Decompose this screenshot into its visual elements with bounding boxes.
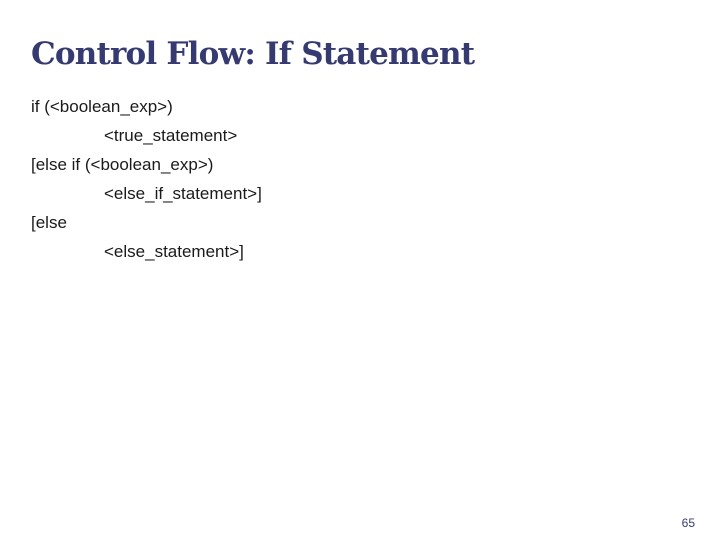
syntax-line-else-if: [else if (<boolean_exp>)	[31, 155, 214, 174]
syntax-line-else-if-statement: <else_if_statement>]	[104, 184, 262, 203]
syntax-line-true-statement: <true_statement>	[104, 126, 238, 145]
syntax-line-if: if (<boolean_exp>)	[31, 97, 173, 116]
page-number: 65	[681, 516, 695, 530]
syntax-line-else: [else	[31, 213, 67, 232]
syntax-line-else-statement: <else_statement>]	[104, 242, 244, 261]
syntax-block: if (<boolean_exp>) <true_statement> [els…	[31, 93, 262, 267]
slide-title: Control Flow: If Statement	[31, 36, 475, 72]
